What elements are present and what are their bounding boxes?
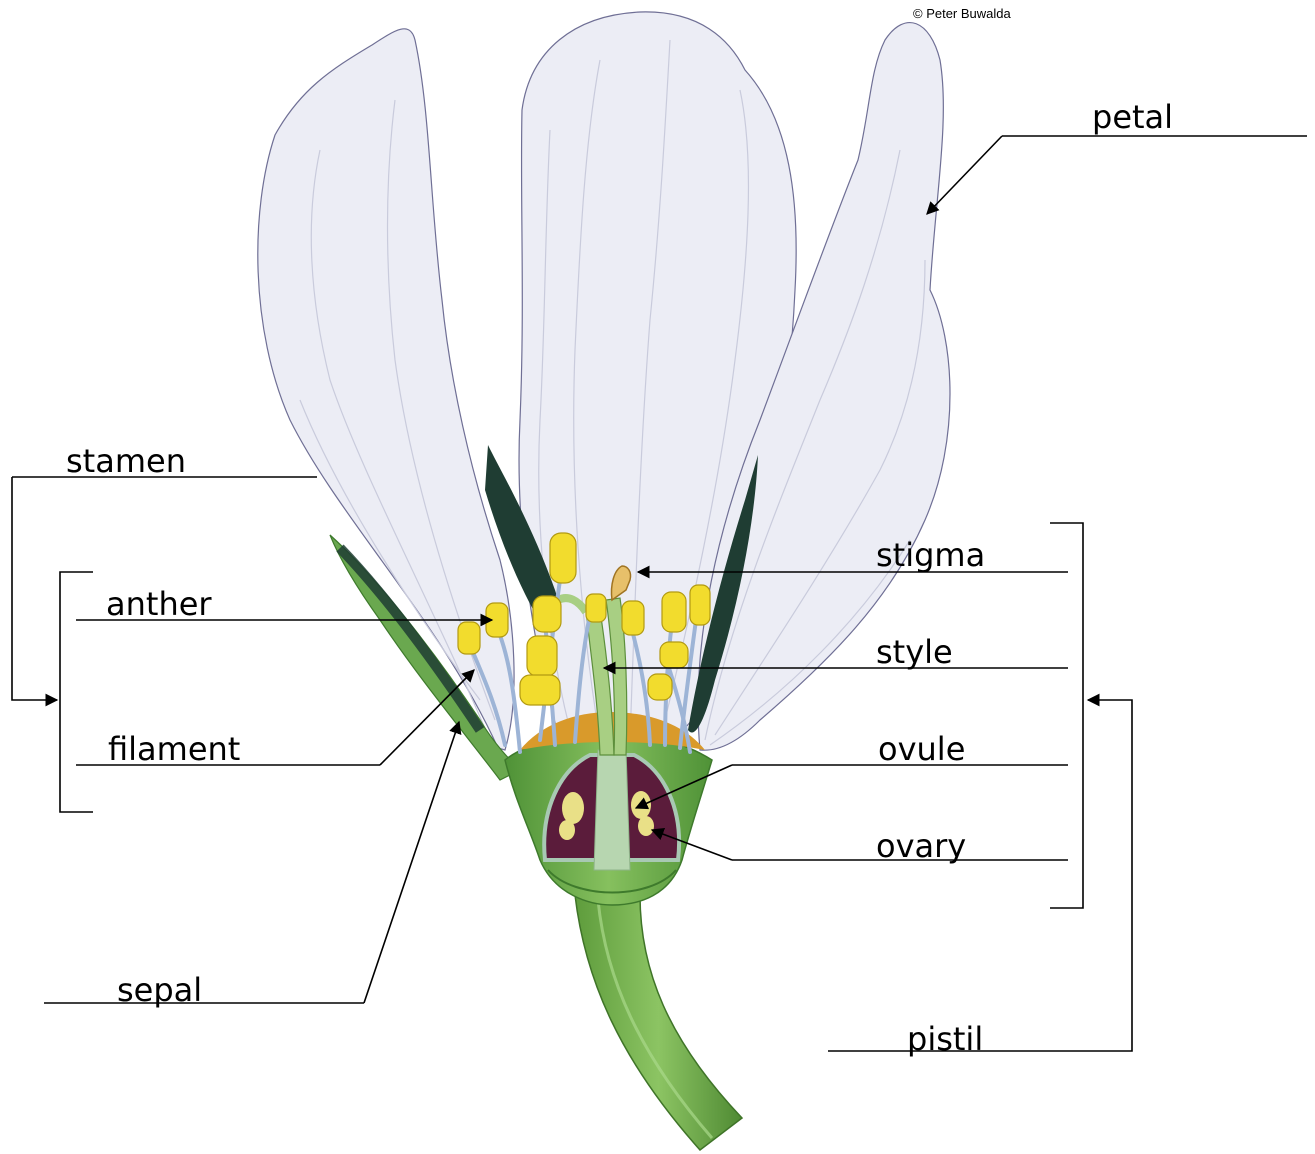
label-petal: petal [1092, 98, 1173, 136]
ovule-left-1 [562, 792, 584, 824]
label-filament: filament [108, 730, 240, 768]
label-ovary: ovary [876, 827, 966, 865]
label-style: style [876, 633, 953, 671]
label-group-filament: filament [76, 670, 474, 768]
ovule-right-2 [638, 816, 654, 836]
flower-illustration [258, 12, 950, 1150]
label-group-ovary: ovary [652, 827, 1068, 865]
label-group-petal: petal [927, 98, 1307, 214]
label-stigma: stigma [876, 536, 985, 574]
label-sepal: sepal [117, 971, 202, 1009]
label-anther: anther [106, 585, 212, 623]
ovule-left-2 [559, 820, 575, 840]
label-ovule: ovule [878, 730, 965, 768]
label-stamen: stamen [66, 442, 186, 480]
stem [575, 895, 742, 1150]
copyright-credit: © Peter Buwalda [913, 6, 1012, 21]
label-pistil: pistil [907, 1020, 983, 1058]
